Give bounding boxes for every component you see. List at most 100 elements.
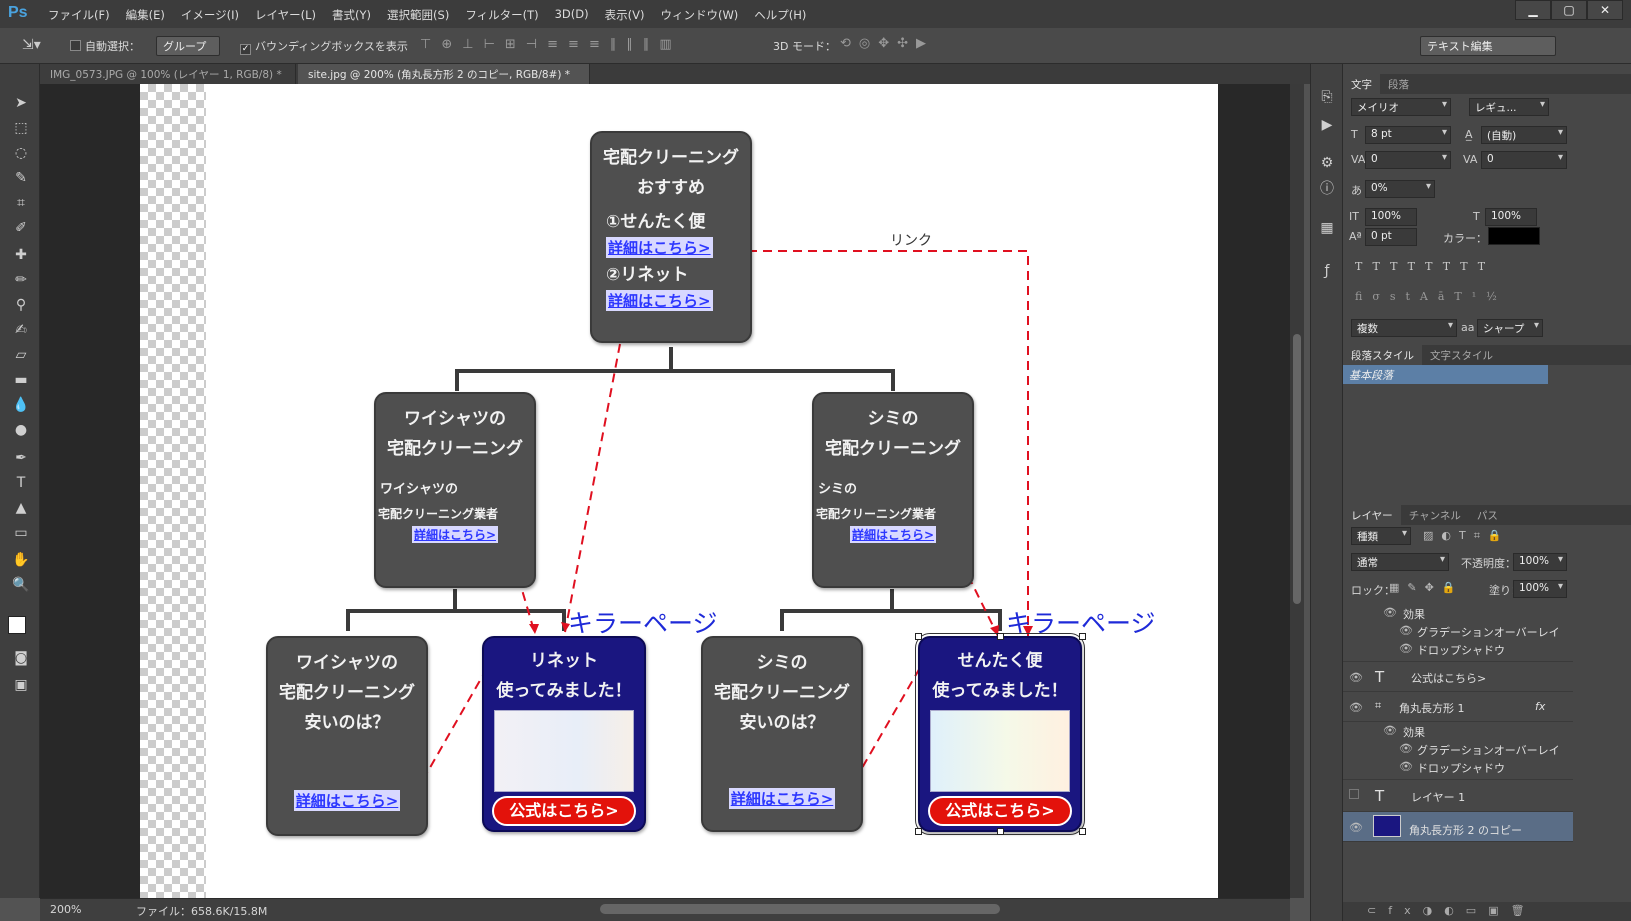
eye-icon[interactable]: 👁 (1349, 701, 1363, 714)
kerning-field[interactable]: 0 (1365, 151, 1451, 169)
fx-icon[interactable]: fx (1535, 700, 1546, 713)
blur-tool-icon[interactable]: 💧 (12, 397, 30, 413)
mid-node-stain[interactable]: シミの 宅配クリーニング シミの 宅配クリーニング業者 詳細はこちら> (812, 392, 974, 588)
tsume-field[interactable]: 0% (1365, 180, 1435, 198)
visibility-toggle[interactable] (1349, 789, 1359, 799)
tab-layers[interactable]: レイヤー (1343, 505, 1401, 525)
menu-type[interactable]: 書式(Y) (332, 8, 372, 22)
shape-tool-icon[interactable]: ▭ (14, 525, 28, 541)
tab-channels[interactable]: チャンネル (1408, 510, 1461, 522)
language-dropdown[interactable]: 複数 (1351, 319, 1457, 337)
leaf3-link[interactable]: 詳細はこちら> (728, 788, 836, 809)
menu-view[interactable]: 表示(V) (604, 8, 645, 22)
lock-icons[interactable]: ▦✎✥🔒 (1389, 581, 1464, 594)
quick-select-tool-icon[interactable]: ✎ (15, 170, 27, 186)
healing-brush-tool-icon[interactable]: ✚ (15, 247, 27, 263)
tab-img0573[interactable]: IMG_0573.JPG @ 100% (レイヤー 1, RGB/8) * × (40, 64, 296, 94)
basic-paragraph-style[interactable]: 基本段落 (1343, 365, 1548, 384)
root-link-1[interactable]: 詳細はこちら> (606, 237, 713, 258)
leaf-node-stain-cheap[interactable]: シミの 宅配クリーニング 安いのは？ 詳細はこちら> (701, 636, 863, 832)
menu-select[interactable]: 選択範囲(S) (387, 8, 450, 22)
eye-icon[interactable]: 👁 (1349, 671, 1363, 684)
stamp-tool-icon[interactable]: ⚲ (15, 297, 27, 313)
path-select-tool-icon[interactable]: ▲ (15, 500, 27, 516)
zoom-tool-icon[interactable]: 🔍 (12, 577, 30, 593)
align-top-icon[interactable]: ⊤ (420, 37, 432, 52)
distribute-hcenter-icon[interactable]: ∥ (626, 37, 633, 52)
layer-filter-dropdown[interactable]: 種類 (1351, 527, 1411, 545)
root-node[interactable]: 宅配クリーニング おすすめ ①せんたく便 詳細はこちら> ②リネット 詳細はこち… (590, 131, 752, 343)
eye-icon[interactable]: 👁 (1383, 606, 1397, 619)
lasso-tool-icon[interactable]: ◌ (14, 145, 28, 161)
mid-left-link[interactable]: 詳細はこちら> (411, 526, 499, 543)
align-hcenter-icon[interactable]: ⊞ (504, 37, 516, 52)
horizontal-scale-field[interactable]: 100% (1485, 208, 1537, 226)
menu-layer[interactable]: レイヤー(L) (254, 8, 317, 22)
styles-icon[interactable]: ƒ (1324, 263, 1330, 279)
glyphs-icon[interactable]: ▦ (1320, 220, 1334, 236)
leading-field[interactable]: (自動) (1481, 126, 1567, 144)
root-link-2[interactable]: 詳細はこちら> (606, 290, 713, 311)
actions-play-icon[interactable]: ▶ (1321, 117, 1333, 133)
eye-icon[interactable]: 👁 (1399, 742, 1413, 755)
menu-image[interactable]: イメージ(I) (180, 8, 239, 22)
layers-footer-icons[interactable]: ⊂fx◑◐▭▣🗑 (1343, 902, 1631, 921)
menu-edit[interactable]: 編集(E) (125, 8, 165, 22)
distribute-top-icon[interactable]: ≡ (547, 37, 559, 52)
distribute-right-icon[interactable]: ∥ (642, 37, 650, 52)
move-tool-icon[interactable]: ⇲▾ (22, 37, 41, 53)
tab-site-jpg[interactable]: site.jpg @ 200% (角丸長方形 2 のコピー, RGB/8#) *… (298, 64, 590, 94)
layer-effects[interactable]: 👁効果 (1383, 606, 1425, 621)
leaf-node-lenet[interactable]: リネット 使ってみました！ 公式はこちら> (482, 636, 646, 832)
distribute-vcenter-icon[interactable]: ≡ (568, 37, 579, 52)
eyedropper-tool-icon[interactable]: ✐ (15, 220, 27, 236)
eye-icon[interactable]: 👁 (1383, 724, 1397, 737)
history-icon[interactable]: ⎘ (1321, 89, 1333, 105)
maximize-button[interactable]: ▢ (1551, 0, 1587, 20)
leaf2-cta-button[interactable]: 公式はこちら> (492, 796, 636, 826)
opacity-field[interactable]: 100% (1513, 553, 1567, 571)
crop-tool-icon[interactable]: ⌗ (17, 195, 25, 211)
leaf-node-sentakubin[interactable]: せんたく便 使ってみました！ 公式はこちら> (915, 633, 1085, 835)
mid-node-shirt[interactable]: ワイシャツの 宅配クリーニング ワイシャツの 宅配クリーニング業者 詳細はこちら… (374, 392, 536, 588)
properties-icon[interactable]: ⚙ (1320, 155, 1334, 171)
menu-file[interactable]: ファイル(F) (48, 8, 110, 22)
align-left-icon[interactable]: ⊢ (483, 37, 495, 52)
font-style-dropdown[interactable]: レギュ... (1469, 98, 1549, 116)
hand-tool-icon[interactable]: ✋ (12, 552, 30, 568)
eraser-tool-icon[interactable]: ▱ (15, 347, 27, 363)
transform-handle[interactable] (997, 633, 1004, 640)
eye-icon[interactable]: 👁 (1399, 760, 1413, 773)
horizontal-scroll-thumb[interactable] (600, 904, 1000, 914)
tab-paragraph[interactable]: 段落 (1388, 79, 1409, 91)
menu-window[interactable]: ウィンドウ(W) (660, 8, 739, 22)
pen-tool-icon[interactable]: ✒ (15, 450, 27, 466)
layer-rounded-rect-2-copy[interactable]: 👁角丸長方形 2 のコピー (1343, 812, 1573, 842)
layer-effect-dropshadow[interactable]: 👁ドロップシャドウ (1343, 640, 1573, 662)
layer-effects[interactable]: 👁効果 (1383, 724, 1425, 739)
layer-filter-icons[interactable]: ▨◐T⌗🔒 (1423, 529, 1510, 542)
workspace-dropdown[interactable]: テキスト編集 (1420, 36, 1556, 56)
type-tool-icon[interactable]: T (16, 475, 26, 491)
auto-select-option[interactable]: 自動選択： (70, 38, 140, 54)
menu-3d[interactable]: 3D(D) (554, 7, 589, 21)
vertical-scale-field[interactable]: 100% (1365, 208, 1417, 226)
tab-character[interactable]: 文字 (1343, 74, 1380, 94)
move-tool-icon[interactable]: ➤ (15, 95, 27, 111)
brush-tool-icon[interactable]: ✏ (15, 272, 27, 288)
vertical-scrollbar[interactable] (1290, 84, 1304, 898)
zoom-level[interactable]: 200% (50, 903, 82, 916)
tab-paragraph-styles[interactable]: 段落スタイル (1343, 345, 1422, 365)
info-icon[interactable]: ⓘ (1320, 181, 1334, 197)
distribute-left-icon[interactable]: ∥ (609, 37, 617, 52)
foreground-color-swatch[interactable] (8, 616, 26, 634)
screen-mode-icon[interactable]: ▣ (14, 677, 28, 693)
eye-icon[interactable]: 👁 (1399, 642, 1413, 655)
layer-effect-dropshadow[interactable]: 👁ドロップシャドウ (1343, 758, 1573, 780)
blend-mode-dropdown[interactable]: 通常 (1351, 553, 1449, 571)
type-style-buttons[interactable]: TTTTTTTT (1355, 260, 1496, 273)
bounding-box-option[interactable]: ✓バウンディングボックスを表示 (240, 40, 408, 55)
opentype-buttons[interactable]: ﬁσstAāT¹½ (1355, 290, 1507, 303)
